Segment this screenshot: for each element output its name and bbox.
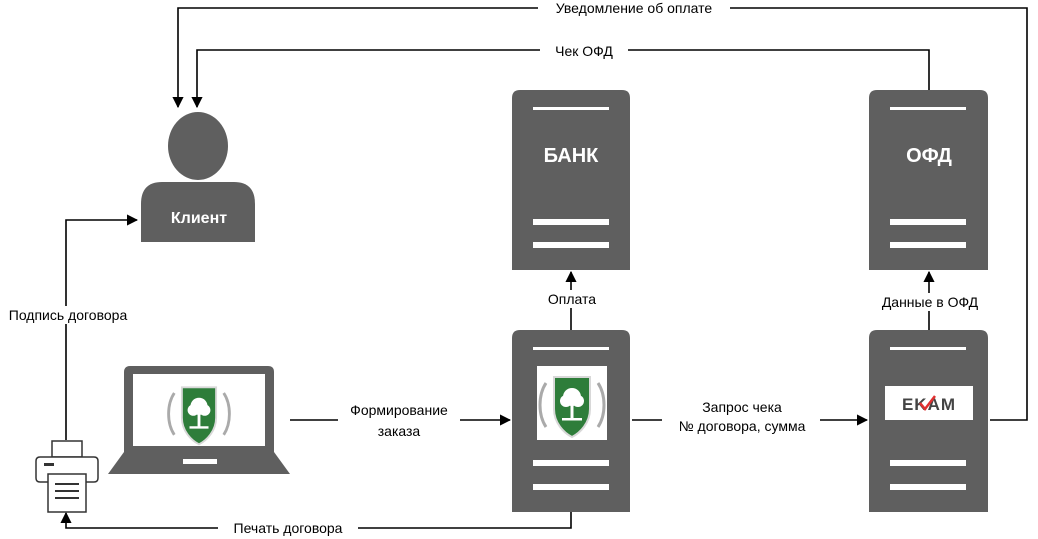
contract-signing-connector: [65, 214, 139, 440]
contract-signing-label: Подпись договора: [9, 307, 128, 323]
person-icon: [168, 112, 228, 180]
bank-server: БАНК: [512, 90, 630, 270]
client: Клиент: [141, 112, 255, 242]
ofd-server: ОФД: [869, 90, 988, 270]
order-forming-label-line2: заказа: [378, 423, 421, 439]
ofd-receipt-label: Чек ОФД: [555, 43, 613, 59]
payment-notification-label: Уведомление об оплате: [556, 0, 713, 16]
data-to-ofd-label: Данные в ОФД: [882, 294, 979, 310]
checkmark-icon: [919, 395, 936, 411]
payment-label: Оплата: [548, 291, 596, 307]
payment-notification-connector: [172, 7, 1028, 421]
bank-label: БАНК: [544, 145, 600, 167]
order-forming-label-line1: Формирование: [350, 402, 448, 418]
receipt-request-label-line2: № договора, сумма: [679, 418, 806, 434]
laptop-icon: [108, 366, 290, 474]
ofd-label: ОФД: [906, 145, 952, 167]
client-label: Клиент: [171, 210, 227, 227]
shop-server: [512, 330, 630, 512]
contract-printing-label: Печать договора: [234, 520, 343, 536]
ekam-server: EKAM: [869, 330, 988, 512]
printer-icon: [35, 440, 99, 513]
receipt-request-label-line1: Запрос чека: [702, 399, 782, 415]
